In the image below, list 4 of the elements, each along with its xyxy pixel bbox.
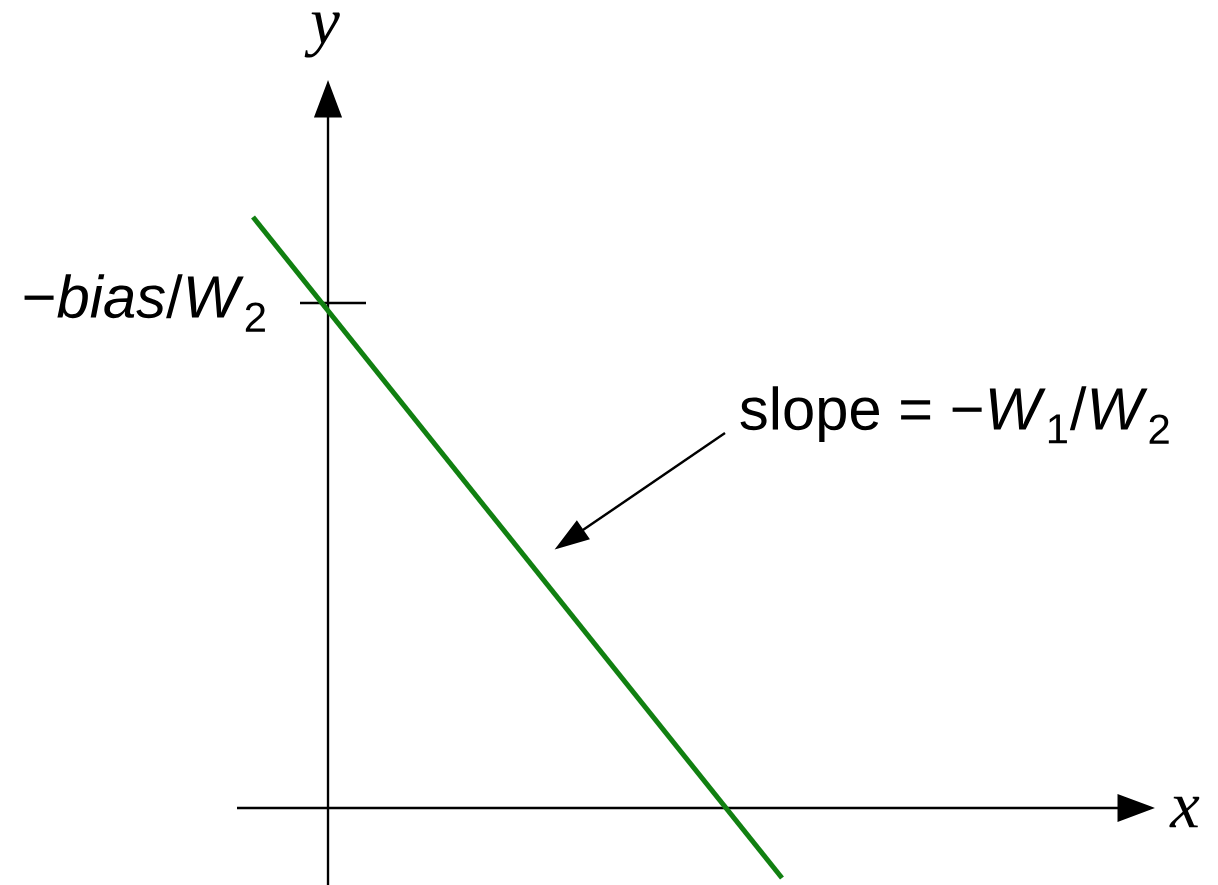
axis-label: x xyxy=(1169,796,1200,828)
axis-label: y xyxy=(304,12,340,58)
slope-label: slope = −W$_{1}$/W$_{2}$ xyxy=(740,386,1169,444)
intercept-label: −bias/W$_{2}$ xyxy=(24,274,265,332)
